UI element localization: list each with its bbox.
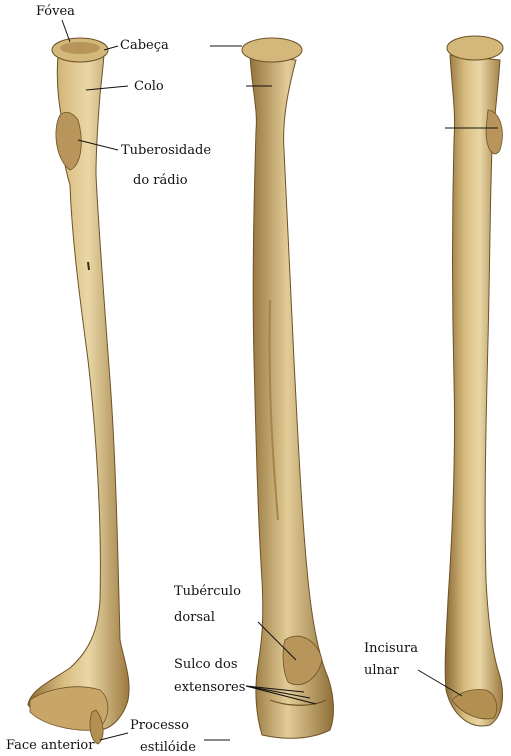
label-colo: Colo	[134, 79, 164, 94]
label-sulco-line2: extensores	[174, 680, 245, 695]
label-cabeca: Cabeça	[120, 38, 169, 53]
label-processo-line2: estilóide	[140, 740, 196, 755]
leader-fovea	[62, 20, 70, 42]
label-sulco-line1: Sulco dos	[174, 657, 238, 672]
label-tuberculo-line2: dorsal	[174, 610, 215, 625]
label-processo-line1: Processo	[130, 718, 189, 733]
radius-anterior-foramen	[88, 262, 89, 270]
label-face-anterior: Face anterior	[6, 738, 94, 753]
label-fovea: Fóvea	[36, 4, 75, 19]
radius-medial-head	[447, 36, 503, 60]
radius-medial-tuberosity	[486, 110, 502, 154]
leader-processo	[100, 733, 128, 740]
radius-posterior-head	[242, 38, 302, 62]
radius-posterior-shaft	[250, 55, 333, 738]
label-tuberosidade-line1: Tuberosidade	[121, 143, 211, 158]
radius-anterior-view	[28, 38, 129, 744]
radius-posterior-view	[242, 38, 333, 738]
radius-anterior-tuberosity	[56, 112, 81, 170]
label-tuberculo-line1: Tubérculo	[174, 584, 241, 599]
label-tuberosidade-line2: do rádio	[133, 173, 188, 188]
label-incisura-line1: Incisura	[364, 641, 418, 656]
radius-anterior-fovea	[60, 42, 100, 54]
radius-medial-view	[445, 36, 503, 726]
label-incisura-line2: ulnar	[364, 663, 399, 678]
radius-medial-shaft	[445, 55, 502, 726]
